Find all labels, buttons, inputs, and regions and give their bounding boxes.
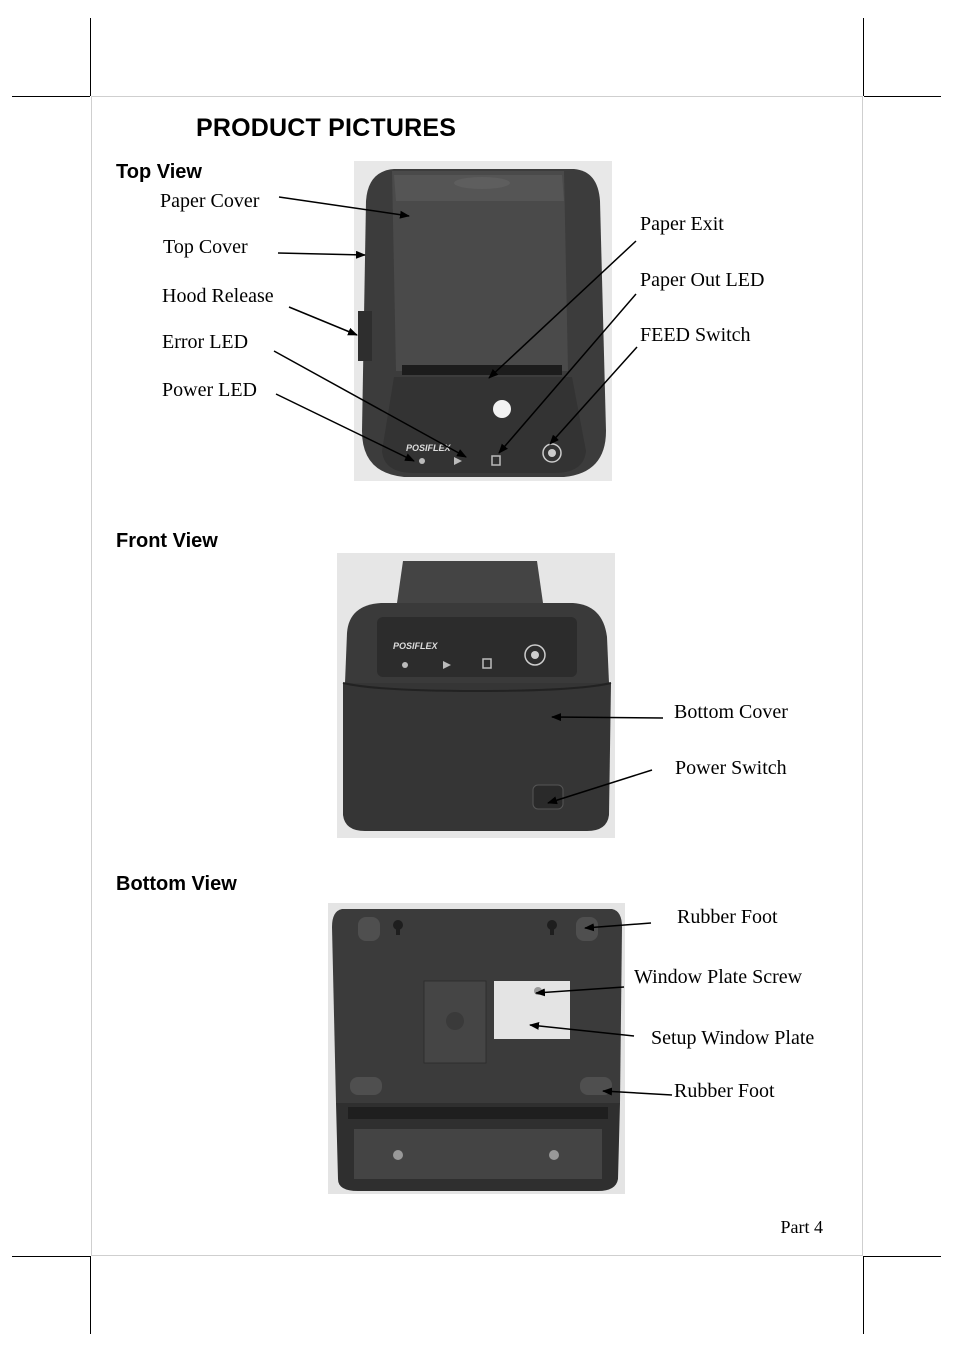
brand-logo: POSIFLEX [393, 641, 439, 651]
page-frame [862, 96, 863, 1256]
arrow-top-cover [277, 250, 366, 259]
label-paper-cover: Paper Cover [160, 190, 260, 212]
label-setup-window-plate: Setup Window Plate [651, 1027, 815, 1049]
label-rubber-foot-bottom: Rubber Foot [674, 1080, 775, 1102]
top-view-photo: POSIFLEX [354, 161, 612, 481]
crop-mark [90, 1256, 91, 1334]
printer-top-image: POSIFLEX [354, 161, 612, 481]
label-power-switch: Power Switch [675, 757, 787, 779]
label-window-plate-screw: Window Plate Screw [634, 966, 803, 988]
label-paper-exit: Paper Exit [640, 213, 724, 235]
bottom-view-heading: Bottom View [116, 873, 237, 895]
page-frame [91, 1255, 863, 1256]
arrow-hood-release [288, 306, 358, 336]
label-top-cover: Top Cover [163, 236, 248, 258]
front-view-heading: Front View [116, 530, 218, 552]
page-frame [91, 96, 863, 97]
brand-logo: POSIFLEX [406, 443, 452, 453]
page-frame [91, 96, 92, 1256]
crop-mark [12, 96, 90, 97]
label-feed-switch: FEED Switch [640, 324, 751, 346]
page-number: Part 4 [780, 1217, 824, 1237]
label-error-led: Error LED [162, 331, 249, 353]
printer-bottom-image [328, 903, 625, 1194]
crop-mark [863, 1256, 864, 1334]
crop-mark [90, 18, 91, 96]
bottom-view-photo [328, 903, 625, 1194]
crop-mark [863, 18, 864, 96]
page-title: PRODUCT PICTURES [196, 114, 457, 142]
crop-mark [864, 1256, 941, 1257]
label-power-led: Power LED [162, 379, 257, 401]
crop-mark [12, 1256, 90, 1257]
label-hood-release: Hood Release [162, 285, 274, 307]
front-view-photo: POSIFLEX [337, 553, 615, 838]
label-rubber-foot-top: Rubber Foot [677, 906, 778, 928]
crop-mark [864, 96, 941, 97]
top-view-heading: Top View [116, 161, 202, 183]
printer-front-image: POSIFLEX [337, 553, 615, 838]
label-paper-out-led: Paper Out LED [640, 269, 765, 291]
label-bottom-cover: Bottom Cover [674, 701, 788, 723]
